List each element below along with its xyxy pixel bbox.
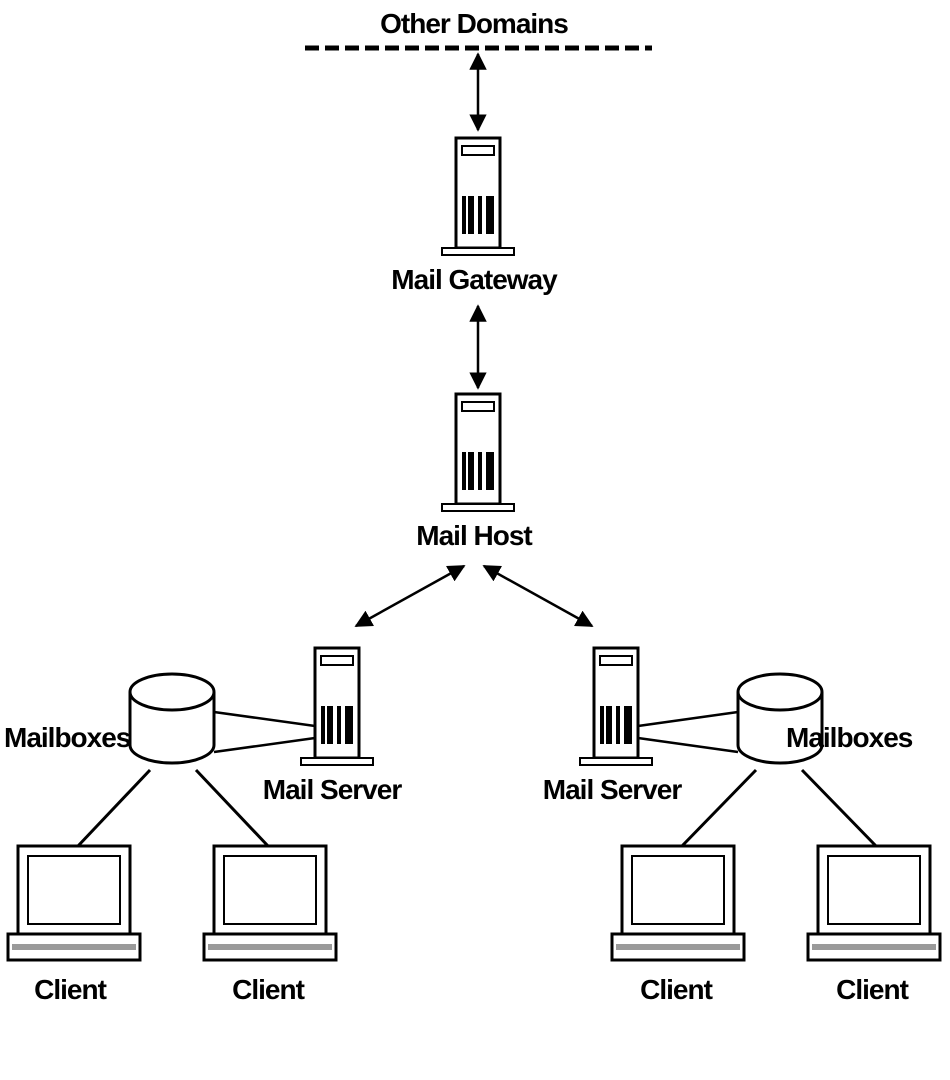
arrow-host-right-server bbox=[482, 564, 594, 628]
mail-host-label: Mail Host bbox=[416, 520, 532, 551]
client-4-laptop-icon bbox=[808, 846, 940, 960]
mail-gateway-server-icon bbox=[440, 136, 516, 257]
left-mailboxes-db-icon bbox=[128, 672, 216, 765]
client-1-laptop-icon bbox=[8, 846, 140, 960]
client-3-laptop-icon bbox=[612, 846, 744, 960]
arrow-host-left-server bbox=[354, 564, 466, 628]
client-2-laptop-icon bbox=[204, 846, 336, 960]
right-client-links bbox=[680, 768, 878, 848]
left-mail-server-label: Mail Server bbox=[262, 774, 402, 805]
left-server-db-links bbox=[213, 710, 316, 754]
other-domains-label: Other Domains bbox=[380, 8, 569, 39]
left-mail-server-icon bbox=[299, 646, 375, 767]
left-mailboxes-label: Mailboxes bbox=[4, 722, 131, 753]
client-2-label: Client bbox=[232, 974, 305, 1005]
mail-host-server-icon bbox=[440, 392, 516, 513]
client-1-label: Client bbox=[34, 974, 107, 1005]
client-4-label: Client bbox=[836, 974, 909, 1005]
right-mail-server-label: Mail Server bbox=[542, 774, 682, 805]
client-3-label: Client bbox=[640, 974, 713, 1005]
right-mailboxes-label: Mailboxes bbox=[786, 722, 913, 753]
mail-gateway-label: Mail Gateway bbox=[391, 264, 557, 295]
right-mail-server-icon bbox=[578, 646, 654, 767]
left-client-links bbox=[76, 768, 270, 848]
right-server-db-links bbox=[637, 710, 739, 754]
